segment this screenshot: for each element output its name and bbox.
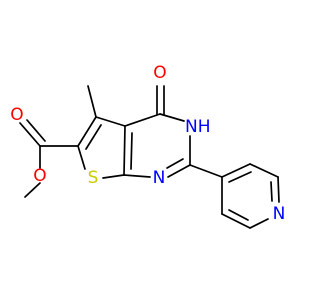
bond-c4a-c7a-double [130,132,133,170]
pyridine-bond-3 [277,176,280,203]
bond-c2-n1 [167,164,191,178]
pyridine-bond-1-double [228,171,252,183]
pyridine-bond-3-double [270,181,273,202]
bond-ester-c-o-double-2 [26,119,46,142]
bond-c5-c4a [95,116,126,127]
methyl-bond [87,85,97,118]
molecule-structure: O NH N S O O N [10,63,285,229]
pyridine-bond-2 [249,163,279,178]
atom-nh: NH [185,117,211,137]
bond-s-c7a [102,174,125,179]
bond-c4a-c7a [123,125,126,176]
bond-n1-c7a [123,174,151,178]
atom-s-thiophene: S [88,168,99,188]
bond-c6-s [77,145,86,170]
atom-n-pyrimidine: N [153,168,166,188]
atom-labels: O NH N S O O N [10,63,285,224]
pyridine-bond-5 [221,213,251,229]
bond-c2-n1-double [166,158,184,169]
bond-ester-c-o-double [19,122,41,147]
atom-o-ester-single: O [33,166,46,186]
bond-c4a-c4 [124,113,161,127]
bond-c4-n3 [159,113,185,122]
bonds [19,85,280,229]
atom-n-pyridine: N [273,204,286,224]
bond-c2-pyridine [189,164,223,178]
label-bg [151,63,169,83]
atom-o-carbonyl: O [153,63,166,83]
atom-o-ester-double: O [10,105,23,125]
pyridine-bond-4 [249,218,269,229]
pyridine-bond-1 [221,163,251,178]
bond-c5-c6 [77,116,97,147]
bond-o-methyl [24,182,41,198]
bond-c5-c6-double [85,124,102,150]
pyridine-bond-5-double [228,209,249,221]
